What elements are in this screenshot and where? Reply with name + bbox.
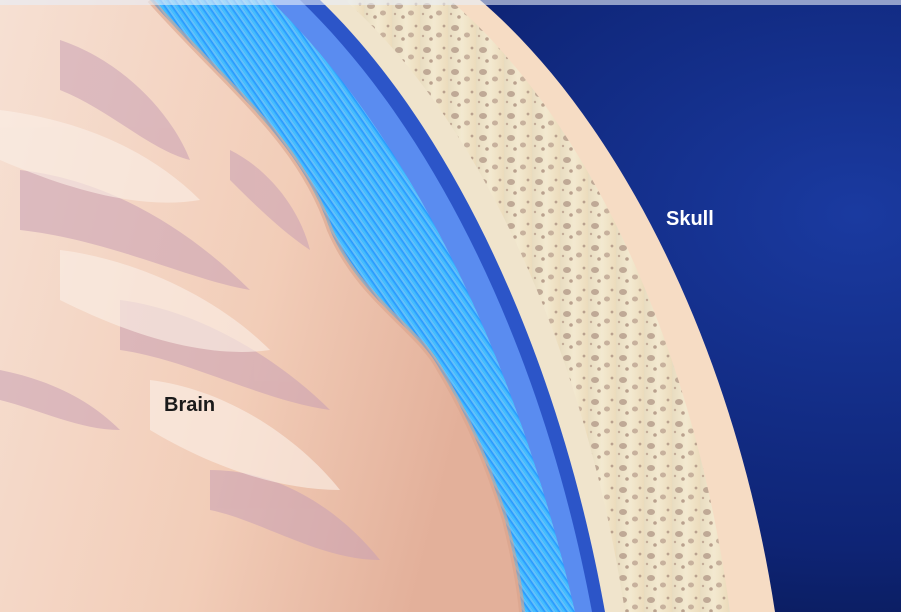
top-edge-strip — [0, 0, 901, 5]
skull-label: Skull — [666, 208, 714, 231]
brain-label: Brain — [164, 394, 215, 417]
